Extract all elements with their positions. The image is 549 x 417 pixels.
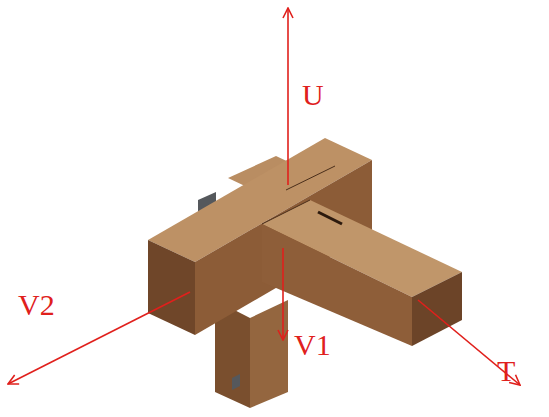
- beam-side: [262, 224, 412, 346]
- slot: [318, 212, 342, 224]
- force-arrow: [418, 300, 520, 385]
- joint-line: [286, 166, 335, 190]
- joint-line: [262, 200, 310, 224]
- force-label: V1: [294, 330, 331, 360]
- beam-end: [148, 240, 195, 335]
- force-label: U: [302, 80, 324, 110]
- force-arrow: [287, 8, 289, 185]
- force-arrow: [282, 248, 284, 340]
- beam-end: [412, 272, 462, 346]
- force-label: T: [497, 356, 515, 386]
- steel-plate: [232, 374, 240, 390]
- force-label: V2: [18, 290, 55, 320]
